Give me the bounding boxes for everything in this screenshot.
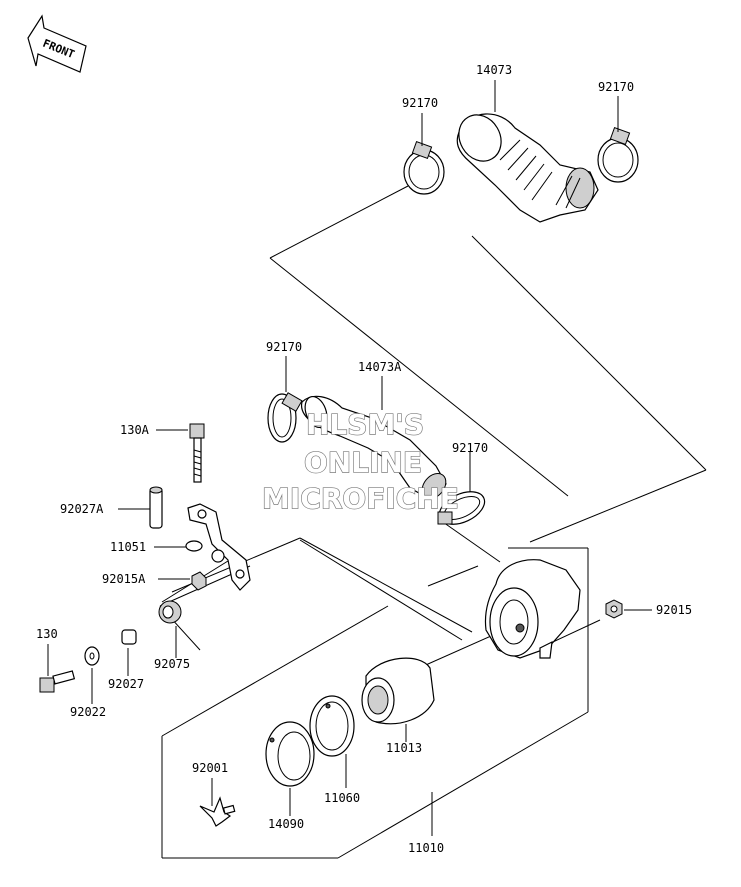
reference-lines: [159, 185, 707, 859]
hose-14073A: [301, 395, 447, 500]
watermark-line1: HLSM'S: [306, 408, 424, 441]
clamp-92170-top-right: [597, 126, 639, 183]
watermark-line3: MICROFICHE: [262, 482, 459, 515]
clamp-92170-top-left: [403, 140, 445, 195]
watermark: HLSM'S ONLINE MICROFICHE: [261, 407, 459, 515]
bolt-130A: [189, 423, 205, 483]
label-11010: 11010: [408, 841, 444, 855]
bolt-130: [39, 670, 76, 693]
nut-92015: [605, 599, 623, 619]
label-11060: 11060: [324, 791, 360, 805]
front-arrow-icon: FRONT: [27, 14, 87, 73]
washer-92022: [84, 646, 100, 666]
label-92015A: 92015A: [102, 572, 146, 586]
bracket-11051: [185, 503, 251, 591]
label-92170-top-right: 92170: [598, 80, 634, 94]
label-130A: 130A: [120, 423, 150, 437]
label-92022: 92022: [70, 705, 106, 719]
label-11013: 11013: [386, 741, 422, 755]
clamp-92170-lower: [437, 491, 486, 525]
label-92001: 92001: [192, 761, 228, 775]
label-92170-mid: 92170: [266, 340, 302, 354]
cap-14090: [265, 721, 315, 787]
label-14090: 14090: [268, 817, 304, 831]
air-cleaner-case: [484, 559, 581, 659]
damper-92075: [158, 600, 182, 624]
label-92170-lower: 92170: [452, 441, 488, 455]
hose-14073: [456, 113, 599, 223]
label-92027: 92027: [108, 677, 144, 691]
label-130: 130: [36, 627, 58, 641]
collar-92027: [121, 629, 137, 645]
element-11013: [361, 657, 435, 725]
watermark-line2: ONLINE: [304, 446, 422, 479]
collar-92027A: [149, 486, 163, 529]
label-92075: 92075: [154, 657, 190, 671]
label-14073: 14073: [476, 63, 512, 77]
clamp-92170-mid: [267, 392, 303, 443]
label-92170-top-left: 92170: [402, 96, 438, 110]
label-92027A: 92027A: [60, 502, 104, 516]
label-14073A: 14073A: [358, 360, 402, 374]
label-92015: 92015: [656, 603, 692, 617]
label-11051: 11051: [110, 540, 146, 554]
wingbolt-92001: [199, 796, 236, 827]
gasket-11060: [309, 695, 355, 757]
nut-92015A: [191, 571, 207, 591]
